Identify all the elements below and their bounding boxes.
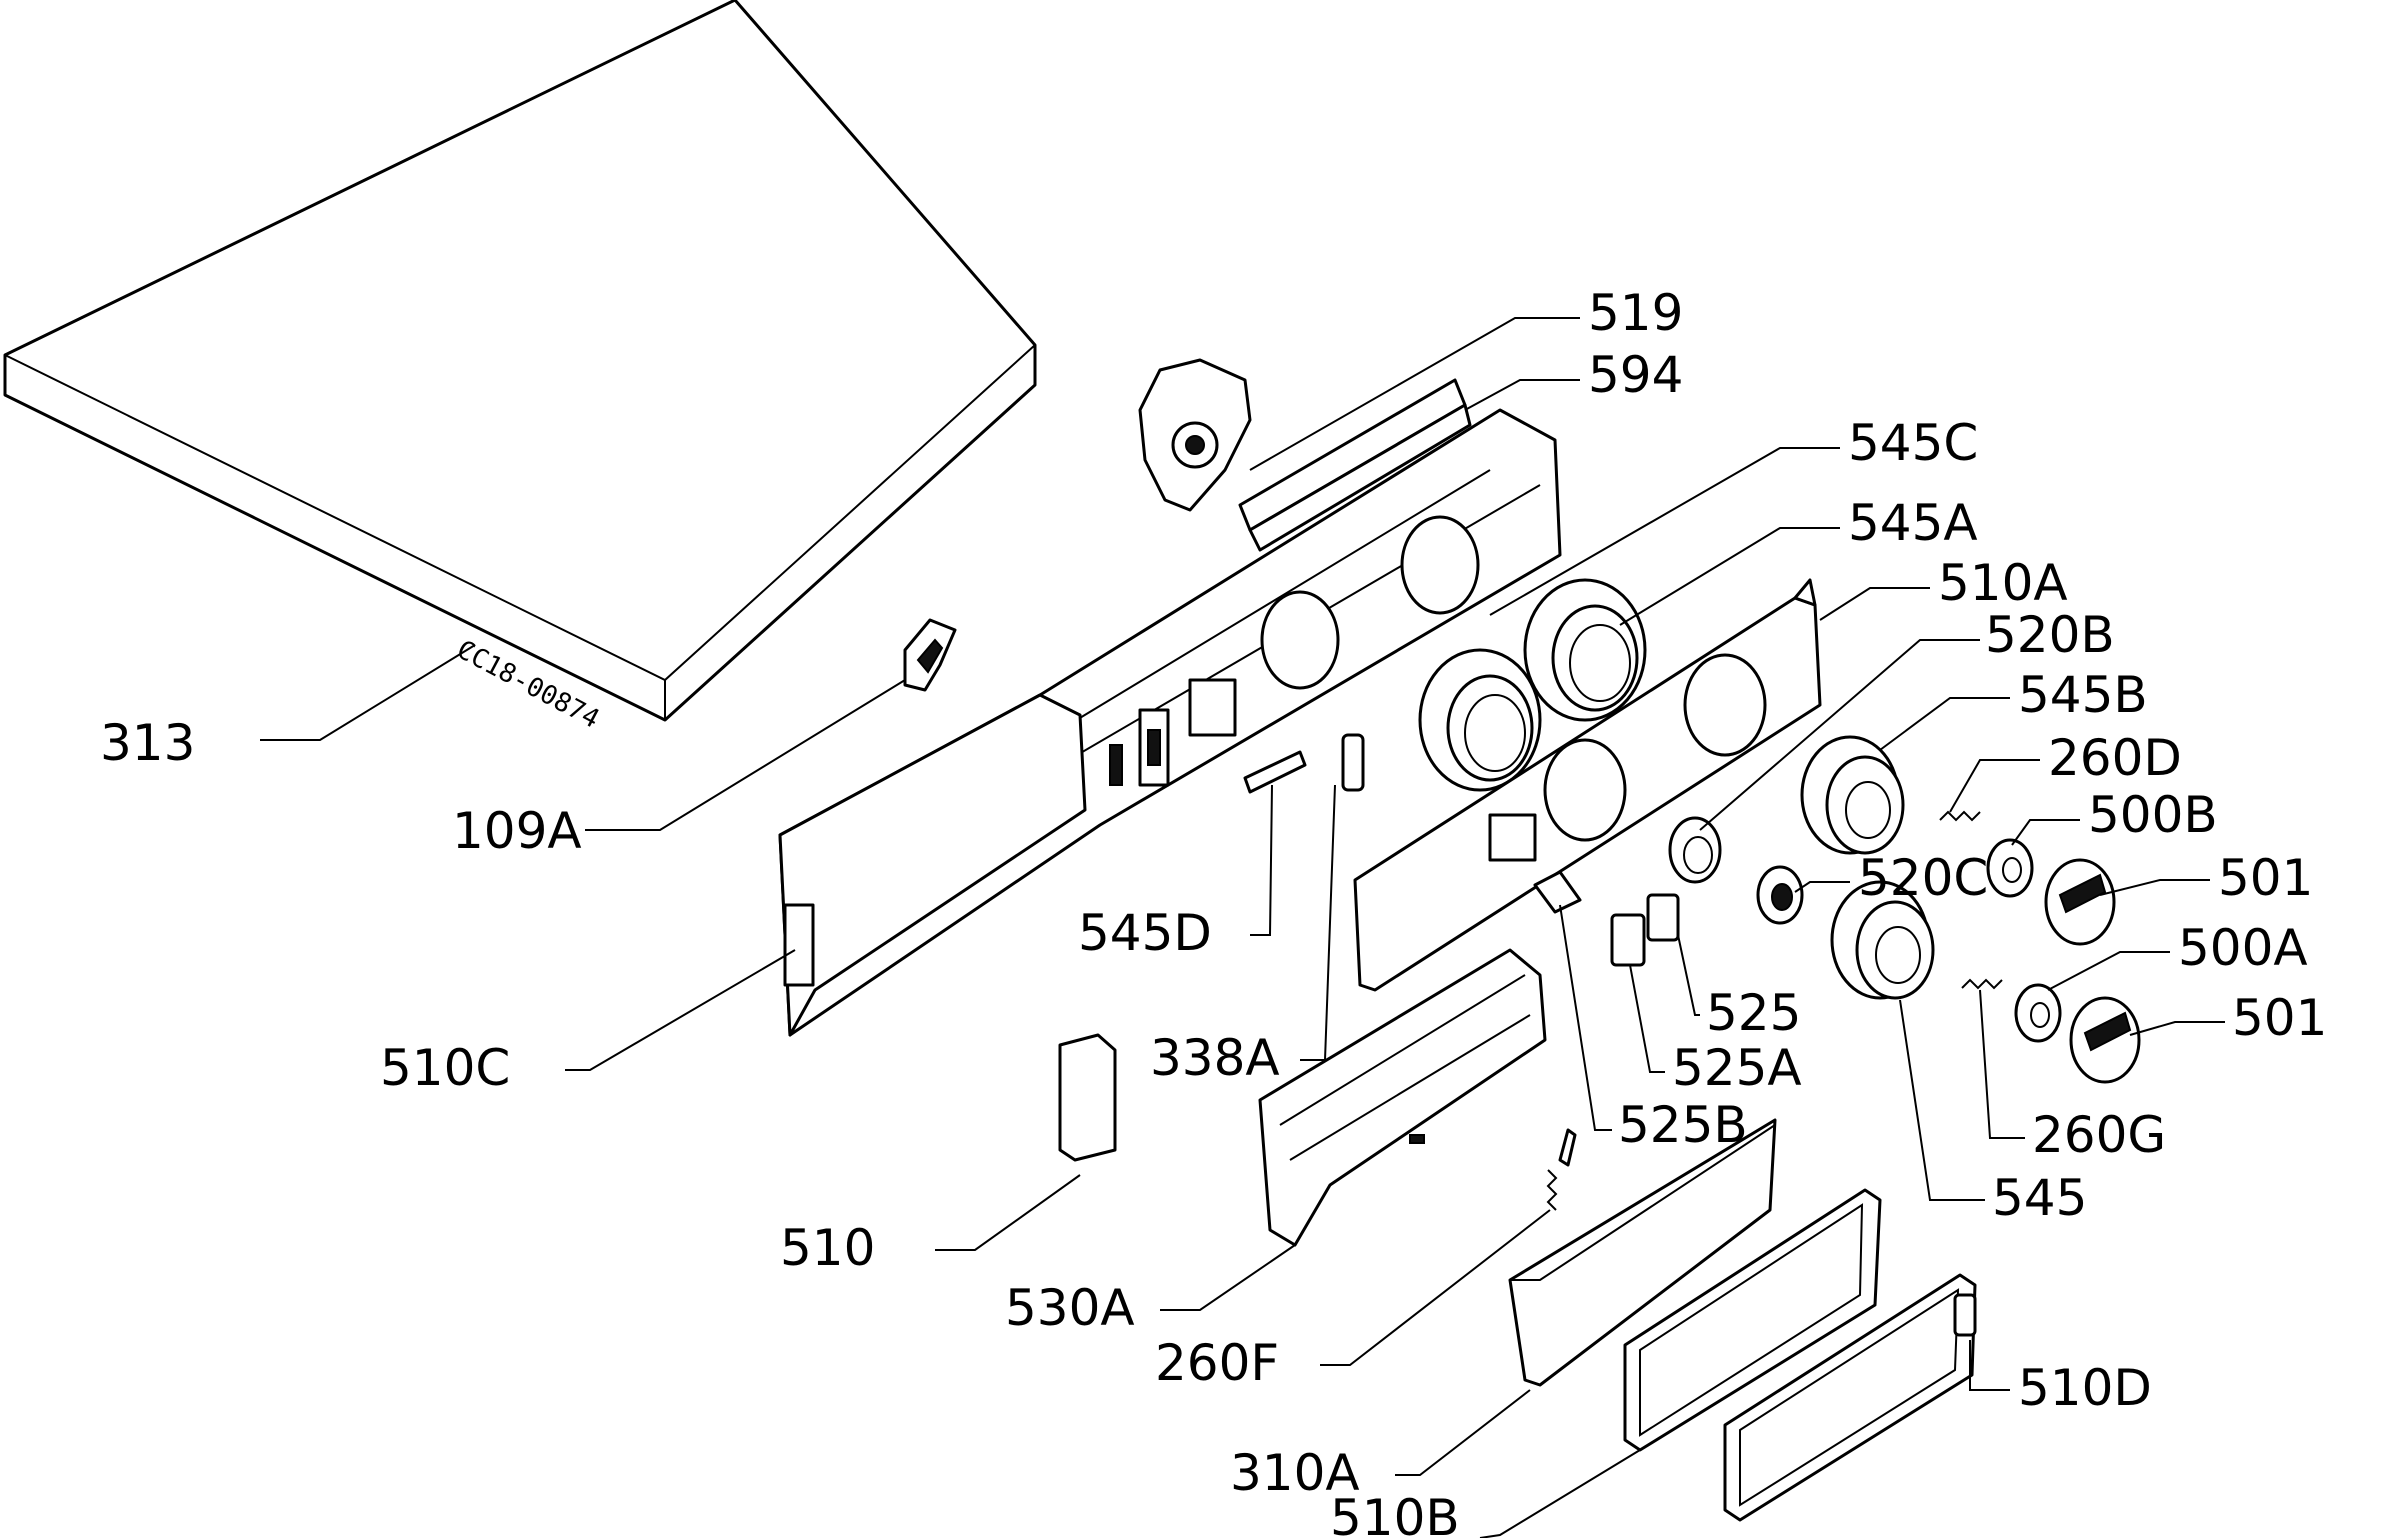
label-500a: 500A xyxy=(2178,919,2308,977)
part-530a-lower-panel xyxy=(1258,948,1547,1247)
part-313-top-lid xyxy=(3,0,1037,722)
part-260f-spring xyxy=(1546,1128,1577,1211)
leader-260f xyxy=(1320,1209,1551,1366)
leader-260d xyxy=(1949,759,2040,813)
part-310a-flap xyxy=(1508,1118,1777,1387)
leader-500b xyxy=(2011,819,2080,846)
part-520c-dial xyxy=(1756,865,1804,925)
leader-501-top xyxy=(2099,879,2210,896)
part-594-bar xyxy=(1238,378,1472,552)
label-338a: 338A xyxy=(1150,1029,1280,1087)
leader-501-bottom xyxy=(2129,1021,2225,1036)
part-510-cover-strip xyxy=(1058,1033,1117,1162)
part-510b-frame xyxy=(1623,1188,1882,1452)
part-labels: 313 109A 519 594 545C 545A 510A 520B 545… xyxy=(100,284,2327,1538)
label-109a: 109A xyxy=(452,802,582,860)
label-545a: 545A xyxy=(1848,494,1978,552)
part-545c-ring xyxy=(1418,648,1542,792)
part-109a-hinge-clip xyxy=(903,618,957,692)
leader-525 xyxy=(1677,934,1700,1016)
label-520c: 520C xyxy=(1858,849,1988,907)
part-501-knob-top xyxy=(2044,858,2116,946)
label-510d: 510D xyxy=(2018,1359,2152,1417)
part-545a-ring xyxy=(1523,578,1647,722)
leader-545d xyxy=(1250,784,1273,936)
label-519: 519 xyxy=(1588,284,1683,342)
label-310a: 310A xyxy=(1230,1444,1360,1502)
leader-500a xyxy=(2047,951,2170,991)
label-501-bottom: 501 xyxy=(2232,989,2327,1047)
label-545c: 545C xyxy=(1848,414,1978,472)
leader-510d xyxy=(1969,1340,2010,1391)
part-510c-control-panel xyxy=(778,408,1562,1037)
part-545d-clip xyxy=(1243,750,1307,794)
label-594: 594 xyxy=(1588,346,1683,404)
leader-530a xyxy=(1160,1244,1296,1311)
part-500b-washer xyxy=(1986,838,2034,898)
label-500b: 500B xyxy=(2088,786,2218,844)
leader-260g xyxy=(1979,989,2025,1139)
label-525: 525 xyxy=(1706,984,1801,1042)
label-510b: 510B xyxy=(1330,1489,1460,1538)
leader-594 xyxy=(1464,379,1580,411)
leader-519 xyxy=(1249,317,1580,471)
leader-520c xyxy=(1794,881,1850,893)
leader-510b xyxy=(1479,1449,1641,1538)
label-545: 545 xyxy=(1992,1169,2087,1227)
leader-525a xyxy=(1629,964,1665,1073)
label-545d: 545D xyxy=(1078,904,1212,962)
part-510d-door xyxy=(1723,1273,1977,1522)
leader-510 xyxy=(935,1174,1081,1251)
part-501-knob-bottom xyxy=(2069,996,2141,1084)
label-510a: 510A xyxy=(1938,554,2068,612)
label-501-top: 501 xyxy=(2218,849,2313,907)
label-260g: 260G xyxy=(2032,1106,2166,1164)
label-525a: 525A xyxy=(1672,1039,1802,1097)
part-525b-connector xyxy=(1533,870,1582,914)
leader-338a xyxy=(1300,784,1336,1061)
label-510: 510 xyxy=(780,1219,875,1277)
part-525a-switch xyxy=(1610,913,1646,967)
label-313: 313 xyxy=(100,714,195,772)
part-545b-dial xyxy=(1800,735,1905,855)
part-260d-spring xyxy=(1939,810,1981,822)
part-525-switch xyxy=(1646,893,1680,942)
leader-545a xyxy=(1619,527,1840,626)
leader-310a xyxy=(1395,1389,1531,1476)
leader-525b xyxy=(1559,904,1612,1131)
part-338a-block xyxy=(1341,733,1365,792)
part-500a-washer xyxy=(2014,983,2062,1043)
leader-109a xyxy=(585,679,906,831)
label-530a: 530A xyxy=(1005,1279,1135,1337)
label-520b: 520B xyxy=(1985,606,2115,664)
label-525b: 525B xyxy=(1618,1096,1748,1154)
leader-510a xyxy=(1819,587,1930,621)
part-545-dial xyxy=(1830,880,1935,1000)
label-545b: 545B xyxy=(2018,666,2148,724)
leader-313 xyxy=(260,644,476,741)
label-260f: 260F xyxy=(1155,1334,1279,1392)
label-510c: 510C xyxy=(380,1039,510,1097)
leader-545b xyxy=(1879,697,2010,751)
label-260d: 260D xyxy=(2048,729,2182,787)
leader-545 xyxy=(1899,999,1985,1201)
part-520b-clip xyxy=(1668,816,1722,884)
leader-520b xyxy=(1699,639,1980,831)
part-510a-front-plate xyxy=(1353,578,1822,992)
part-519-bracket xyxy=(1138,358,1252,512)
part-260g-spring xyxy=(1961,978,2003,990)
leader-lines xyxy=(260,317,2225,1538)
leader-510c xyxy=(565,949,796,1071)
leader-545c xyxy=(1489,447,1840,616)
